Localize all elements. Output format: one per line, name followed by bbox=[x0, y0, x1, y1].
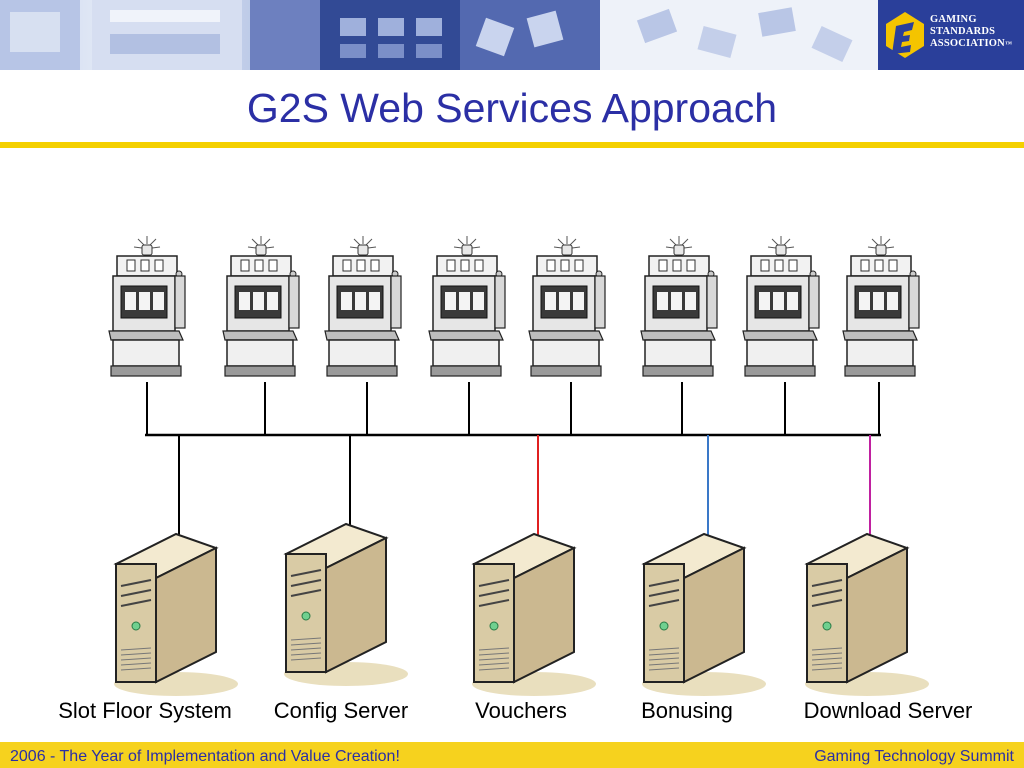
logo-line-2: STANDARDS bbox=[930, 26, 996, 37]
gsa-logo: GAMING STANDARDS ASSOCIATION™ bbox=[878, 0, 1024, 70]
slot-machine-icon bbox=[222, 235, 300, 377]
slot-machine-icon bbox=[640, 235, 718, 377]
footer-tagline: 2006 - The Year of Implementation and Va… bbox=[10, 748, 400, 765]
server-slot-floor-system-icon bbox=[113, 533, 239, 697]
server-label: Bonusing bbox=[641, 698, 733, 723]
footer-event-name: Gaming Technology Summit bbox=[814, 748, 1014, 765]
gsa-logo-mark-icon bbox=[886, 12, 924, 58]
slide-title: G2S Web Services Approach bbox=[246, 85, 778, 131]
server-download-server-icon bbox=[804, 533, 930, 697]
logo-line-1: GAMING bbox=[930, 14, 977, 25]
server-label: Download Server bbox=[803, 698, 973, 723]
header-banner: GAMING STANDARDS ASSOCIATION™ bbox=[0, 0, 1024, 70]
slot-machine-icon bbox=[108, 235, 186, 377]
slot-machine-icon bbox=[528, 235, 606, 377]
logo-line-3: ASSOCIATION™ bbox=[930, 38, 1013, 49]
slot-machine-icon bbox=[842, 235, 920, 377]
slot-machine-icon bbox=[742, 235, 820, 377]
server-label: Vouchers bbox=[475, 698, 567, 723]
slot-machine-icon bbox=[324, 235, 402, 377]
server-label: Config Server bbox=[273, 698, 409, 723]
server-bonusing-icon bbox=[641, 533, 767, 697]
slide-footer: 2006 - The Year of Implementation and Va… bbox=[0, 742, 1024, 768]
slot-machine-icon bbox=[428, 235, 506, 377]
banner-collage-image bbox=[0, 0, 878, 70]
machine-drop-lines bbox=[146, 382, 880, 435]
server-config-server-icon bbox=[283, 523, 409, 687]
server-vouchers-icon bbox=[471, 533, 597, 697]
title-underline bbox=[0, 142, 1024, 148]
gsa-logo-text: GAMING STANDARDS ASSOCIATION™ bbox=[930, 14, 1012, 50]
server-label: Slot Floor System bbox=[58, 698, 232, 723]
